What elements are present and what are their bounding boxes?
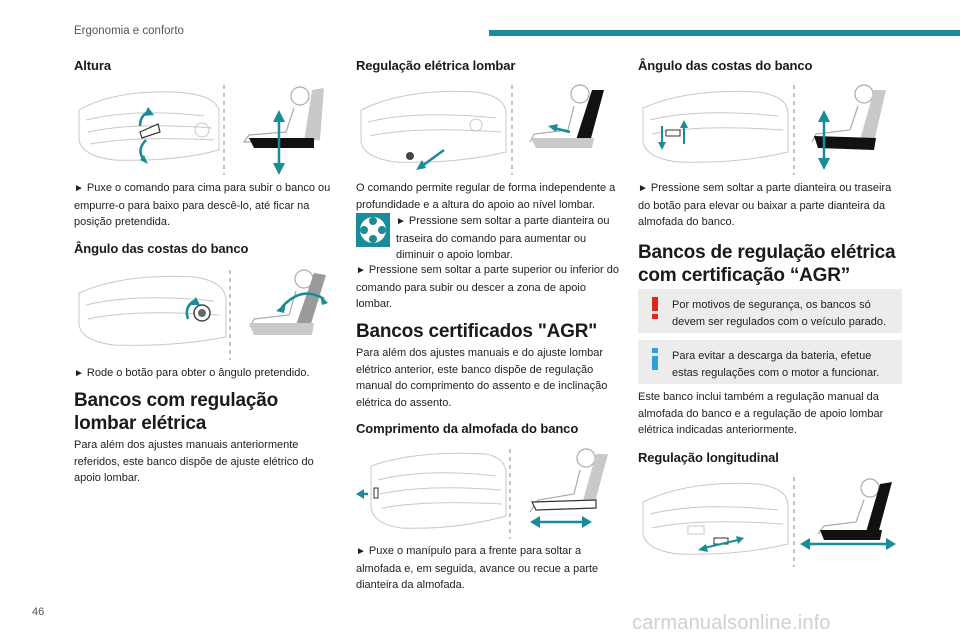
heading-lombar: Bancos com regulação lombar elétrica bbox=[74, 390, 279, 434]
bullet-arrow-icon: ► bbox=[638, 183, 648, 194]
angulo-2-instruction: ►Pressione sem soltar a parte dianteira … bbox=[638, 182, 892, 228]
info-text: Para evitar a descarga da bateria, efetu… bbox=[672, 350, 880, 379]
heading-angulo: Ângulo das costas do banco bbox=[74, 241, 249, 256]
reg-instruction-1: ►Pressione sem soltar a parte dianteira … bbox=[396, 215, 610, 261]
exclamation-icon bbox=[652, 297, 658, 319]
heading-agr: Bancos certificados "AGR" bbox=[356, 321, 598, 342]
warning-notice: Por motivos de segurança, os bancos só d… bbox=[638, 289, 902, 333]
illustration-lumbar-control bbox=[356, 80, 620, 175]
heading-altura: Altura bbox=[74, 58, 111, 73]
heading-angulo-2: Ângulo das costas do banco bbox=[638, 58, 813, 73]
illustration-longitudinal bbox=[638, 472, 902, 567]
seat-height-diagram bbox=[78, 85, 324, 175]
reg-instruction-2: ►Pressione sem soltar a parte superior o… bbox=[356, 264, 619, 310]
bullet-arrow-icon: ► bbox=[74, 183, 84, 194]
agr-description: Para além dos ajustes manuais e do ajust… bbox=[356, 347, 608, 409]
heading-longitudinal: Regulação longitudinal bbox=[638, 450, 779, 465]
warning-text: Por motivos de segurança, os bancos só d… bbox=[672, 299, 887, 328]
page-number: 46 bbox=[32, 606, 45, 618]
bullet-arrow-icon: ► bbox=[74, 368, 84, 379]
illustration-seat-height bbox=[74, 80, 338, 175]
watermark: carmanualsonline.info bbox=[632, 612, 831, 634]
four-way-button-icon bbox=[356, 213, 390, 247]
illustration-cushion-length bbox=[356, 444, 620, 539]
cushion-tilt-diagram bbox=[642, 84, 886, 175]
bullet-arrow-icon: ► bbox=[356, 265, 366, 276]
comp-instruction: ►Puxe o manípulo para a frente para solt… bbox=[356, 545, 599, 591]
bullet-arrow-icon: ► bbox=[396, 216, 406, 227]
heading-comprimento: Comprimento da almofada do banco bbox=[356, 421, 579, 436]
cushion-length-diagram bbox=[356, 448, 608, 539]
longitudinal-diagram bbox=[642, 477, 896, 567]
heading-regulacao-lombar: Regulação elétrica lombar bbox=[356, 58, 516, 73]
altura-instruction: ►Puxe o comando para cima para subir o b… bbox=[74, 182, 331, 228]
illustration-cushion-tilt bbox=[638, 80, 902, 175]
lumbar-control-diagram bbox=[360, 84, 604, 175]
reg-description-1: O comando permite regular de forma indep… bbox=[356, 182, 616, 211]
lombar-description: Para além dos ajustes manuais anteriorme… bbox=[74, 439, 314, 484]
info-notice: Para evitar a descarga da bateria, efetu… bbox=[638, 340, 902, 384]
backrest-knob-diagram bbox=[78, 269, 328, 360]
illustration-backrest-angle bbox=[74, 265, 338, 360]
section-header: Ergonomia e conforto bbox=[74, 25, 184, 37]
heading-eletrica-agr: Bancos de regulação elétrica com certifi… bbox=[638, 242, 896, 286]
header-accent-bar bbox=[489, 30, 960, 36]
info-icon bbox=[652, 348, 658, 370]
inclui-description: Este banco inclui também a regulação man… bbox=[638, 391, 884, 436]
angulo-instruction: ►Rode o botão para obter o ângulo preten… bbox=[74, 367, 310, 379]
bullet-arrow-icon: ► bbox=[356, 546, 366, 557]
